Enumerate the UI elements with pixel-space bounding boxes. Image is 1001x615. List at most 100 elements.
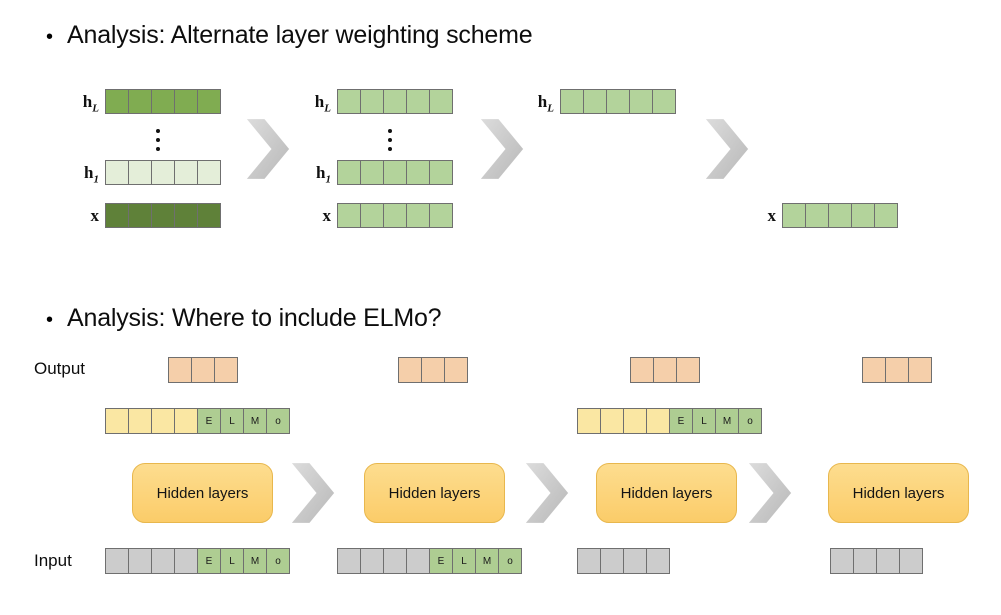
matrix-cell: [337, 548, 361, 574]
elmo-cell: o: [266, 408, 290, 434]
matrix-cell: [128, 408, 152, 434]
matrix-cell: [899, 548, 923, 574]
matrix-cell: [577, 548, 601, 574]
matrix-cell: [105, 203, 129, 228]
matrix-cell: [128, 203, 152, 228]
chevron-right-icon: [525, 463, 569, 523]
elmo-cell: E: [429, 548, 453, 574]
matrix-cell: [197, 160, 221, 185]
matrix-cell: [406, 203, 430, 228]
matrix-cell: [174, 89, 198, 114]
matrix-cell: [151, 408, 175, 434]
matrix-cell: [853, 548, 877, 574]
hidden-layers-label: Hidden layers: [852, 484, 945, 502]
matrix-cell: [629, 89, 653, 114]
matrix-cell: [168, 357, 192, 383]
label-hL: hL: [537, 92, 554, 115]
matrix-cell: [105, 160, 129, 185]
elmo-cell: M: [243, 548, 267, 574]
chevron-right-icon: [480, 119, 524, 179]
matrix-cell: [583, 89, 607, 114]
vertical-ellipsis: [385, 124, 395, 151]
dot: [156, 129, 160, 133]
matrix-cell: [885, 357, 909, 383]
matrix-cell: [652, 89, 676, 114]
matrix-cell: [560, 89, 584, 114]
dot: [156, 138, 160, 142]
output-label: Output: [34, 359, 86, 378]
matrix-cell: [600, 408, 624, 434]
elmo-cell: E: [669, 408, 693, 434]
matrix-cell: [105, 89, 129, 114]
matrix-cell: [805, 203, 829, 228]
matrix-cell: [191, 357, 215, 383]
matrix-cell: [876, 548, 900, 574]
matrix-cell: [174, 408, 198, 434]
matrix-cell: [383, 203, 407, 228]
matrix-cell: [830, 548, 854, 574]
matrix-cell: [828, 203, 852, 228]
column-4-hidden-layers-box: Hidden layers: [828, 463, 969, 523]
matrix-cell: [623, 408, 647, 434]
matrix-cell: [105, 408, 129, 434]
label-x: x: [90, 206, 100, 225]
matrix-cell: [406, 160, 430, 185]
matrix-cell: [151, 203, 175, 228]
label-h1: h1: [316, 163, 331, 186]
matrix-cell: [174, 160, 198, 185]
elmo-cell: M: [243, 408, 267, 434]
matrix-cell: [577, 408, 601, 434]
flow-chevron-bottom-1: [291, 458, 335, 528]
label-hL: hL: [82, 92, 99, 115]
matrix-cell: [197, 89, 221, 114]
elmo-cell: M: [715, 408, 739, 434]
matrix-cell: [429, 89, 453, 114]
matrix-cell: [398, 357, 422, 383]
row-label-x: x: [734, 206, 777, 226]
row-label-h1: h1: [289, 163, 331, 185]
matrix-cell: [151, 548, 175, 574]
matrix-cell: [406, 548, 430, 574]
matrix-cell: [360, 89, 384, 114]
label-hL: hL: [314, 92, 331, 115]
matrix-cell: [360, 548, 384, 574]
row-label-hL: hL: [512, 92, 554, 114]
elmo-cell: M: [475, 548, 499, 574]
elmo-cell: o: [266, 548, 290, 574]
matrix-cell: [337, 160, 361, 185]
matrix-cell: [174, 203, 198, 228]
flow-chevron-top-2: [480, 118, 524, 180]
matrix-cell: [337, 89, 361, 114]
bullet-marker-icon: •: [46, 309, 54, 331]
matrix-cell: [360, 160, 384, 185]
dot: [388, 147, 392, 151]
matrix-cell: [908, 357, 932, 383]
hidden-layers-label: Hidden layers: [620, 484, 713, 502]
input-label: Input: [34, 551, 72, 570]
elmo-cell: E: [197, 548, 221, 574]
bullet-heading-2: • Analysis: Where to include ELMo?: [46, 304, 442, 333]
flow-chevron-top-3: [705, 118, 749, 180]
matrix-cell: [600, 548, 624, 574]
matrix-cell: [105, 548, 129, 574]
row-label-x: x: [57, 206, 100, 226]
bullet-heading-1: • Analysis: Alternate layer weighting sc…: [46, 21, 533, 50]
matrix-cell: [383, 548, 407, 574]
matrix-cell: [429, 160, 453, 185]
matrix-cell: [406, 89, 430, 114]
matrix-cell: [128, 160, 152, 185]
matrix-cell: [606, 89, 630, 114]
matrix-cell: [360, 203, 384, 228]
matrix-cell: [444, 357, 468, 383]
hidden-layers-label: Hidden layers: [156, 484, 249, 502]
bullet-heading-2-text: Analysis: Where to include ELMo?: [67, 304, 442, 332]
elmo-cell: L: [452, 548, 476, 574]
bullet-heading-1-text: Analysis: Alternate layer weighting sche…: [67, 21, 533, 49]
bullet-marker-icon: •: [46, 26, 54, 48]
matrix-cell: [151, 89, 175, 114]
hidden-layers-label: Hidden layers: [388, 484, 481, 502]
matrix-cell: [421, 357, 445, 383]
matrix-cell: [646, 408, 670, 434]
matrix-cell: [174, 548, 198, 574]
label-h1: h1: [84, 163, 99, 186]
